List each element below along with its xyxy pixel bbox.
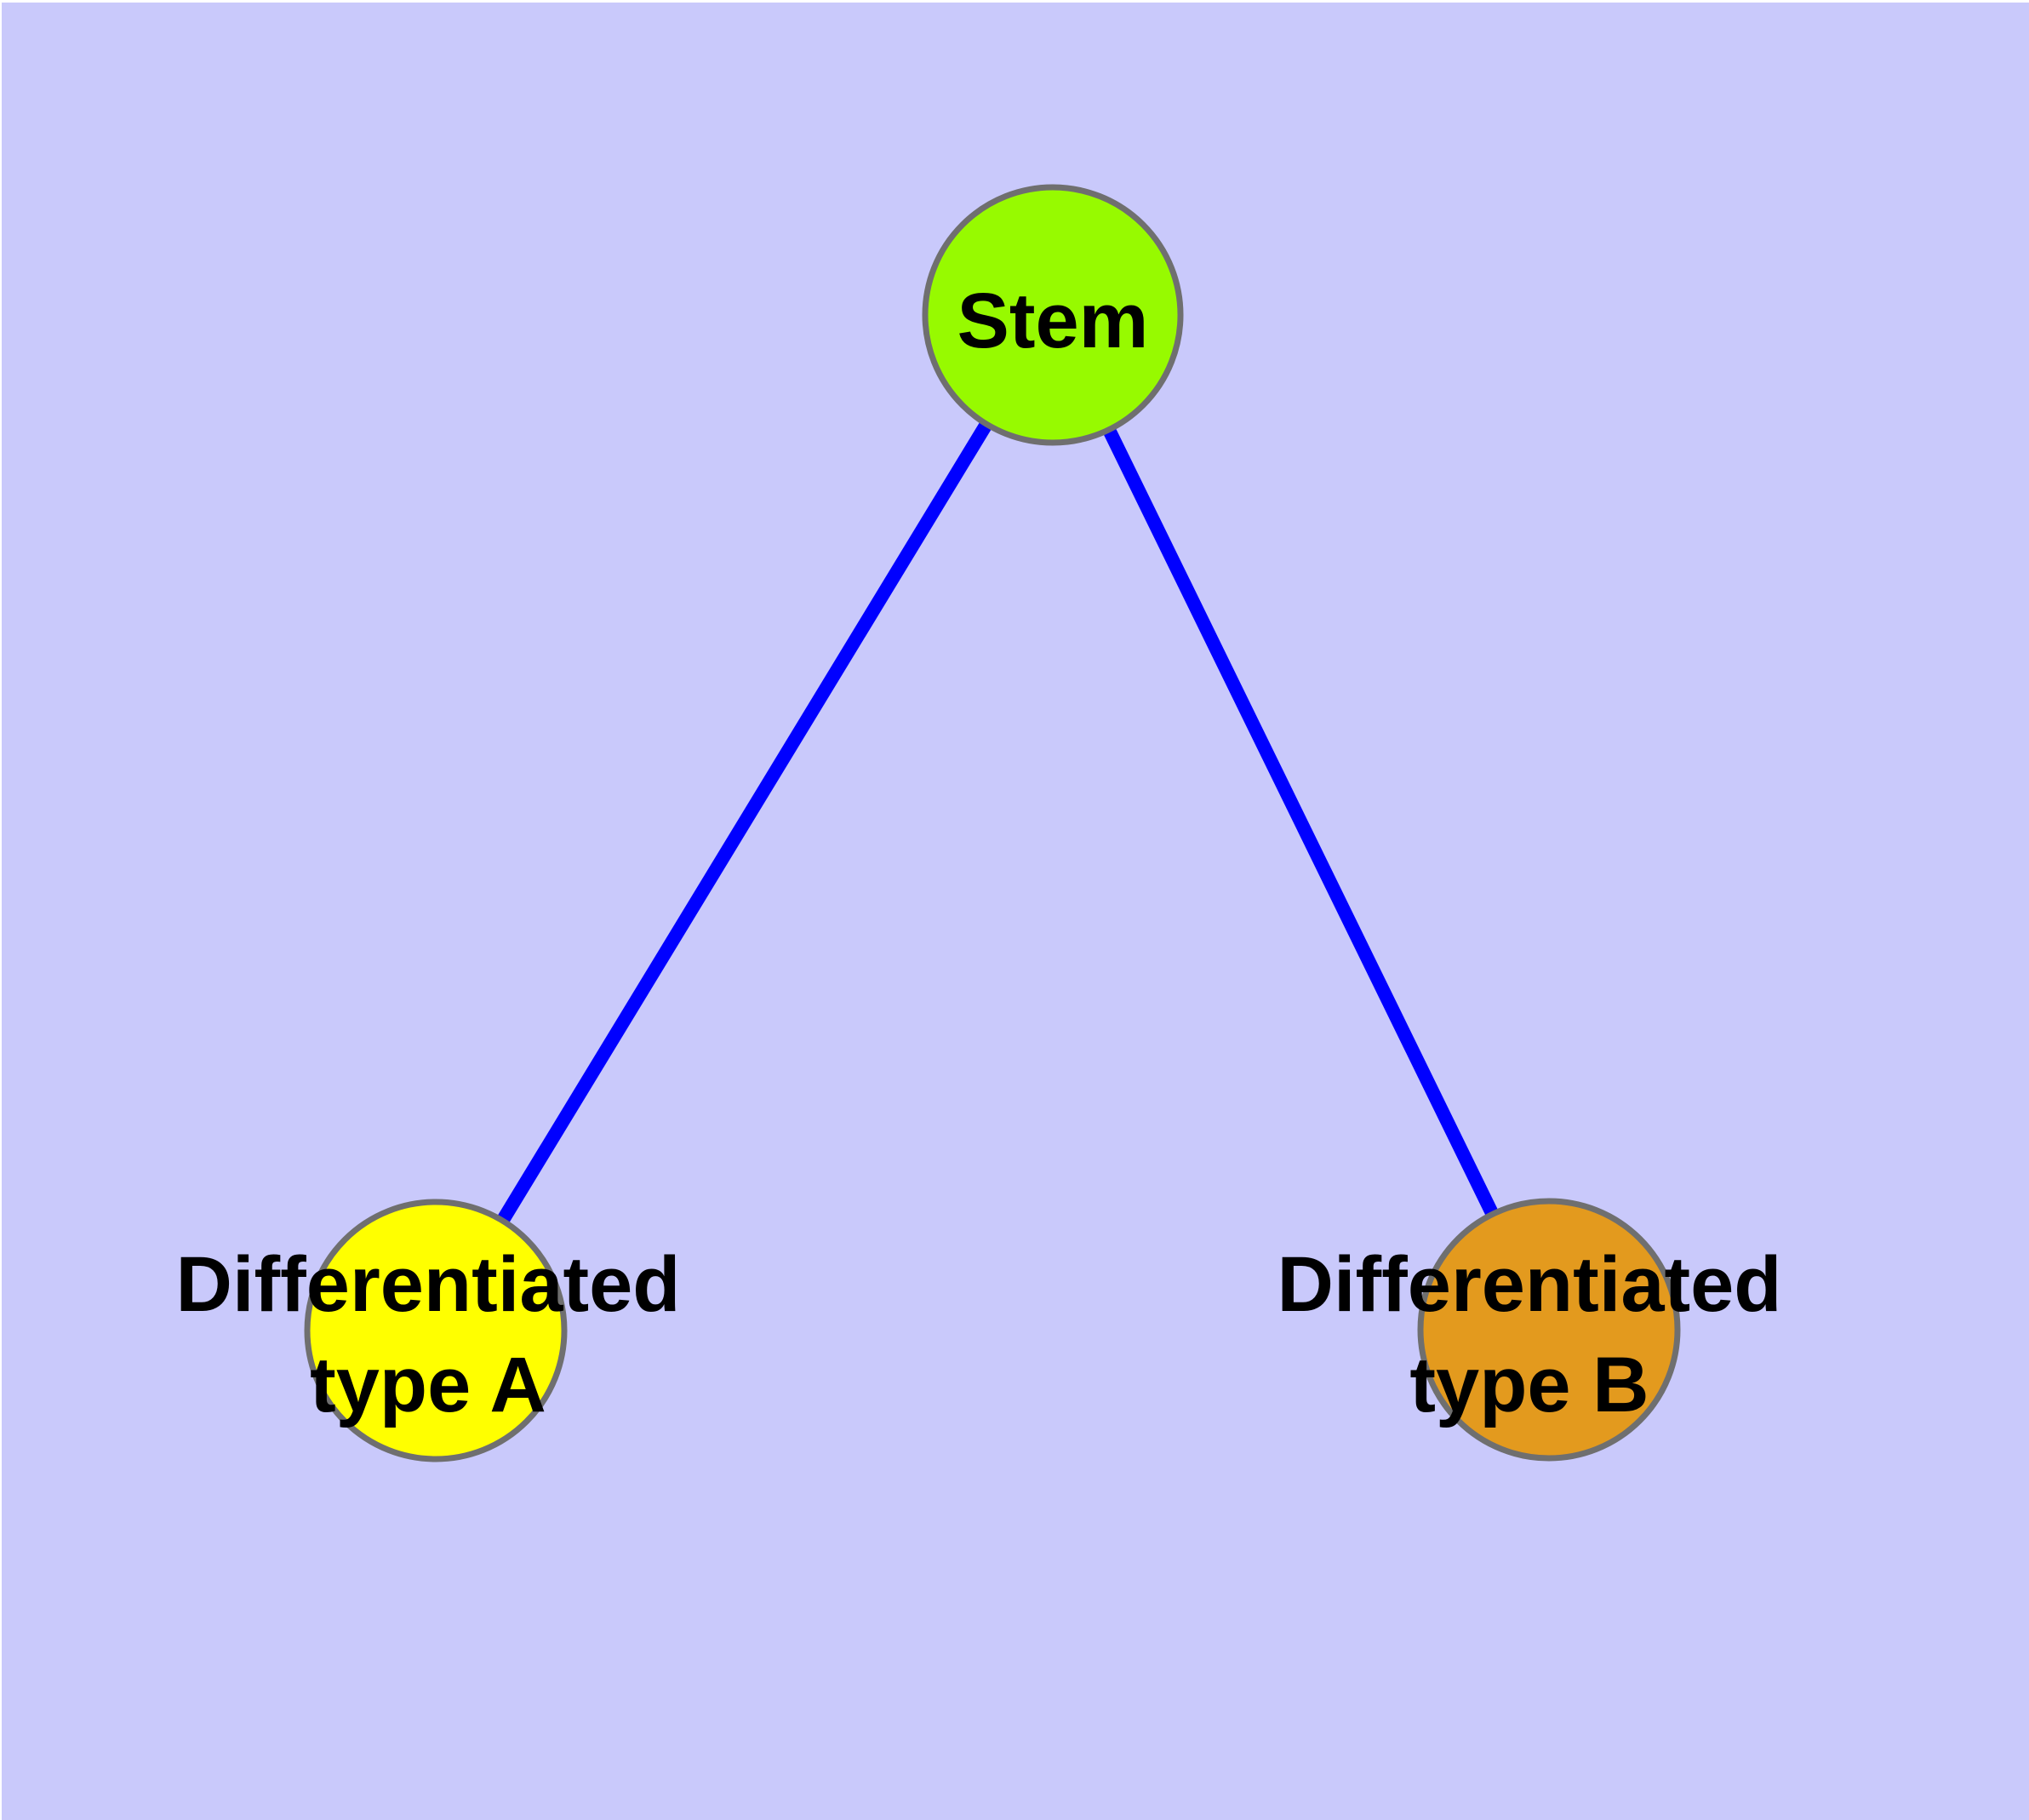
edge-stem-to-type-b	[1046, 312, 1556, 1333]
stem-node-label: Stem	[957, 278, 1149, 364]
type-b-node	[1417, 1198, 1681, 1462]
stem-node	[922, 184, 1184, 446]
type-a-node-label: Differentiated type A	[175, 1241, 681, 1428]
type-a-node	[304, 1199, 568, 1462]
edge-stem-to-type-a	[430, 311, 1059, 1335]
type-b-node-label: Differentiated type B	[1277, 1241, 1782, 1428]
